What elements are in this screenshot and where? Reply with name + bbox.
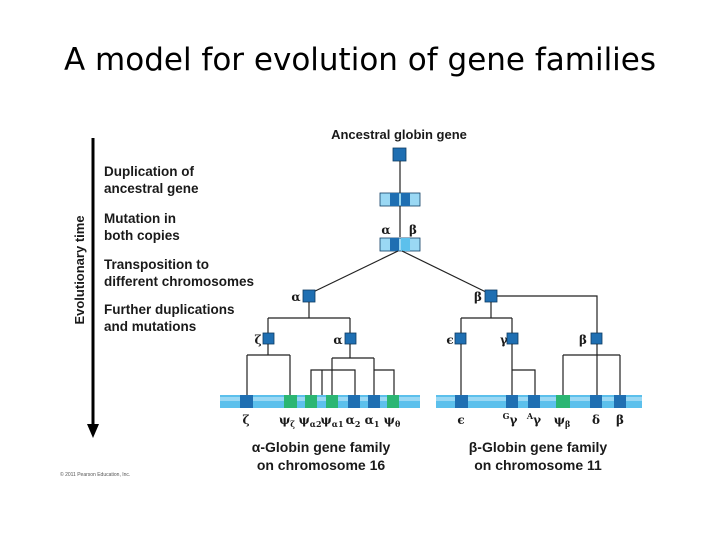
gene-psi-alpha1: ψα1 xyxy=(320,413,343,429)
step-3-line-2: different chromosomes xyxy=(104,274,254,289)
axis-label: Evolutionary time xyxy=(72,215,87,324)
gamma-gene xyxy=(506,332,519,345)
beta-copy-label: β xyxy=(409,223,417,237)
gene-psi-theta: ψθ xyxy=(384,413,401,429)
gene-alpha1: α1 xyxy=(365,413,380,429)
step-4-line-1: Further duplications xyxy=(104,302,235,317)
gene-a-gamma: Aγ xyxy=(526,411,541,427)
epsilon-label: ϵ xyxy=(446,333,453,347)
zeta-gene xyxy=(262,332,275,345)
step-further-duplications: Further duplications and mutations xyxy=(104,302,235,334)
beta-sub-gene xyxy=(590,332,603,345)
step-3-line-1: Transposition to xyxy=(104,257,209,272)
slide-title: A model for evolution of gene families xyxy=(63,42,657,78)
zeta-label: ζ xyxy=(254,333,261,347)
step-4-line-2: and mutations xyxy=(104,319,196,334)
alpha-sub-gene xyxy=(344,332,357,345)
gene-g-gamma: Gγ xyxy=(503,411,518,427)
alpha-sub-label: α xyxy=(333,333,342,347)
gene-delta: δ xyxy=(592,413,600,427)
step-2-line-2: both copies xyxy=(104,228,180,243)
step-duplication: Duplication of ancestral gene xyxy=(104,164,199,196)
beta-gene-label: β xyxy=(474,290,482,304)
epsilon-gene xyxy=(454,332,467,345)
step-1-line-2: ancestral gene xyxy=(104,181,199,196)
step-transposition: Transposition to different chromosomes xyxy=(104,257,254,289)
gene-psi-zeta: ψζ xyxy=(279,413,295,429)
alpha-gene-label: α xyxy=(291,290,300,304)
beta-chromosome xyxy=(436,395,642,408)
beta-family-name-2: on chromosome 11 xyxy=(474,457,602,473)
time-arrow-head xyxy=(87,424,99,438)
gene-zeta: ζ xyxy=(242,413,249,427)
gene-psi-alpha2: ψα2 xyxy=(298,413,321,429)
ancestral-gene xyxy=(392,147,407,162)
gene-epsilon: ϵ xyxy=(457,413,464,427)
alpha-copy-label: α xyxy=(381,223,390,237)
gene-psi-beta: ψβ xyxy=(554,413,571,429)
gamma-label: γ xyxy=(500,333,508,347)
gene-alpha2: α2 xyxy=(346,413,361,429)
alpha-family-name-2: on chromosome 16 xyxy=(257,457,386,473)
ancestral-gene-label: Ancestral globin gene xyxy=(331,127,467,142)
step-1-line-1: Duplication of xyxy=(104,164,194,179)
step-2-line-1: Mutation in xyxy=(104,211,176,226)
alpha-gene xyxy=(302,289,316,303)
beta-gene xyxy=(484,289,498,303)
mutated-gene-pair xyxy=(379,237,421,252)
alpha-chromosome xyxy=(220,395,420,408)
beta-family-name-1: β-Globin gene family xyxy=(469,439,608,455)
alpha-family-name-1: α-Globin gene family xyxy=(252,439,391,455)
duplicated-gene xyxy=(379,192,421,207)
alpha-gene-labels: ζ ψζ ψα2 ψα1 α2 α1 ψθ xyxy=(242,413,401,429)
gene-beta: β xyxy=(616,413,624,427)
beta-sub-label: β xyxy=(579,333,587,347)
beta-gene-labels: ϵ Gγ Aγ ψβ δ β xyxy=(457,411,624,429)
copyright: © 2011 Pearson Education, Inc. xyxy=(60,471,130,478)
step-mutation: Mutation in both copies xyxy=(104,211,180,243)
